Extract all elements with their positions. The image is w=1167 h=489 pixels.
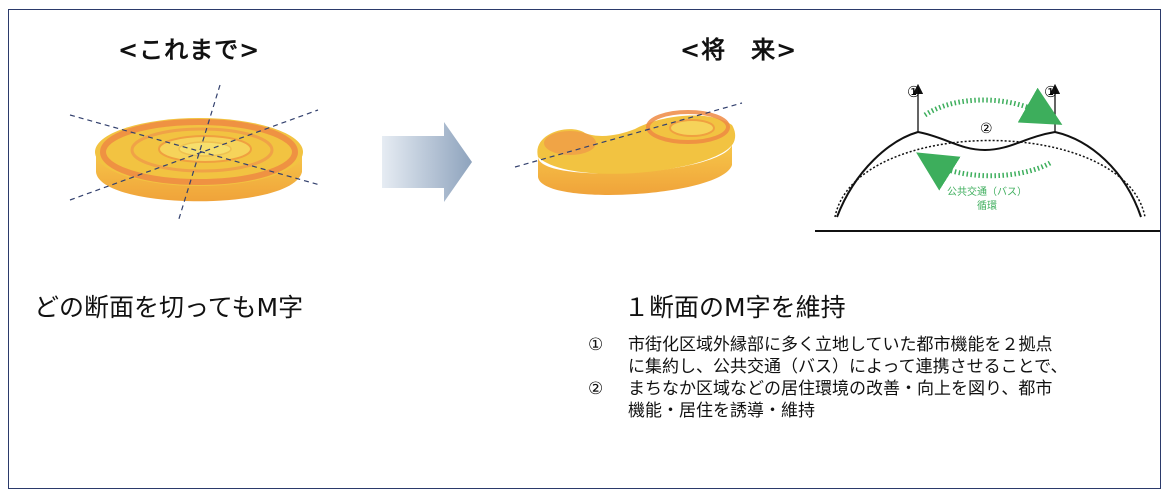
terrain-peak-right — [669, 119, 715, 137]
bus-loop-upper-arrow — [923, 87, 1063, 125]
m-curve — [836, 130, 1142, 218]
after-heading: <将 来> — [680, 36, 798, 64]
note-item: ② まちなか区域などの居住環境の改善・向上を図り、都市機能・居住を誘導・維持 — [588, 378, 1088, 422]
terrain-side — [538, 145, 732, 195]
note-item: ① 市街化区域外縁部に多く立地していた都市機能を２拠点に集約し、公共交通（バス）… — [588, 334, 1088, 378]
note-text: まちなか区域などの居住環境の改善・向上を図り、都市機能・居住を誘導・維持 — [628, 379, 1053, 421]
terrain-outer-ridge — [100, 119, 298, 185]
marker-1-left: ① — [907, 83, 920, 101]
terrain-peak-left — [544, 131, 596, 155]
terrain-mid-ring — [130, 127, 274, 173]
section-line — [514, 102, 743, 168]
note-text: 市街化区域外縁部に多く立地していた都市機能を２拠点に集約し、公共交通（バス）によ… — [628, 335, 1068, 377]
cross-section-diagram: ① ① ② 公共交通（バス） 循環 — [815, 83, 1160, 232]
terrain-center — [178, 141, 232, 157]
section-line-2 — [69, 109, 319, 201]
after-terrain-illustration — [514, 102, 743, 195]
bus-label: 公共交通（バス） — [947, 185, 1027, 198]
before-heading: <これまで> — [118, 36, 261, 64]
section-line-3 — [177, 84, 221, 223]
section-line-1 — [69, 114, 321, 186]
note-number: ② — [588, 379, 604, 399]
transition-arrow-icon — [382, 122, 472, 202]
before-terrain-illustration — [69, 84, 321, 223]
before-caption: どの断面を切ってもM字 — [34, 293, 304, 322]
terrain-side — [96, 152, 302, 202]
terrain-peak-right-ring — [646, 110, 730, 144]
loop-label: 循環 — [977, 199, 997, 212]
bus-loop-lower-arrow — [916, 152, 1052, 191]
note-number: ① — [588, 335, 604, 355]
notes-list: ① 市街化区域外縁部に多く立地していた都市機能を２拠点に集約し、公共交通（バス）… — [588, 334, 1088, 422]
after-caption: １断面のM字を維持 — [624, 293, 846, 322]
marker-1-right: ① — [1044, 83, 1057, 101]
marker-2: ② — [980, 121, 993, 137]
